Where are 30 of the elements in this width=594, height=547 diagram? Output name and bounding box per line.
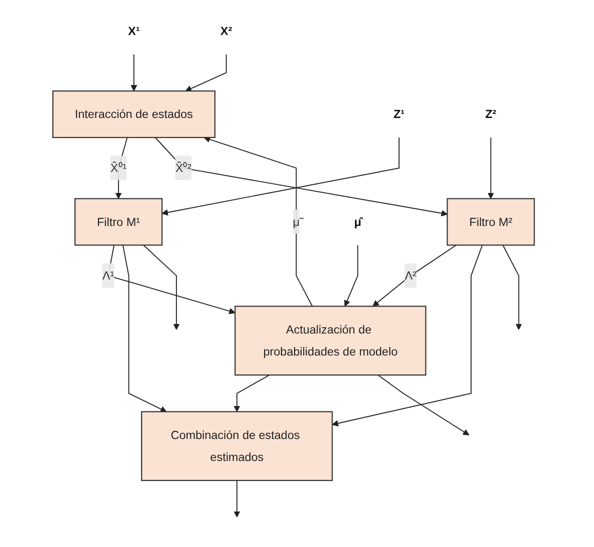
edge-label: Λ²: [404, 270, 417, 283]
node-text: Z²: [485, 108, 497, 122]
arrow: [372, 244, 457, 307]
node-box: Filtro M¹: [74, 198, 163, 246]
arrow: [108, 244, 236, 314]
arrow: [234, 480, 240, 518]
arrow: [488, 137, 494, 199]
node-text: μ̂: [354, 216, 362, 229]
arrow: [234, 374, 270, 412]
arrow: [122, 244, 167, 412]
node-box: Filtro M²: [446, 198, 536, 246]
arrow: [332, 244, 483, 426]
arrow: [344, 244, 358, 307]
arrow: [204, 136, 313, 307]
arrow: [162, 137, 400, 216]
node-box: Combinación de estados estimados: [141, 411, 333, 481]
arrow: [143, 244, 180, 330]
arrow: [154, 137, 448, 216]
node-text: X²: [220, 25, 232, 38]
edge-label: X̂⁰²: [176, 162, 192, 175]
arrow: [378, 374, 470, 436]
node-box: Actualización de probabilidades de modelo: [234, 306, 426, 376]
edge-label: Λ¹: [102, 270, 114, 283]
arrow: [502, 244, 522, 330]
node-text: Z¹: [394, 108, 405, 122]
node-box: Interacción de estados: [52, 90, 216, 138]
node-text: X¹: [128, 25, 140, 38]
arrow: [130, 54, 138, 92]
arrow: [185, 54, 227, 92]
edge-label: X̂⁰¹: [110, 162, 127, 175]
